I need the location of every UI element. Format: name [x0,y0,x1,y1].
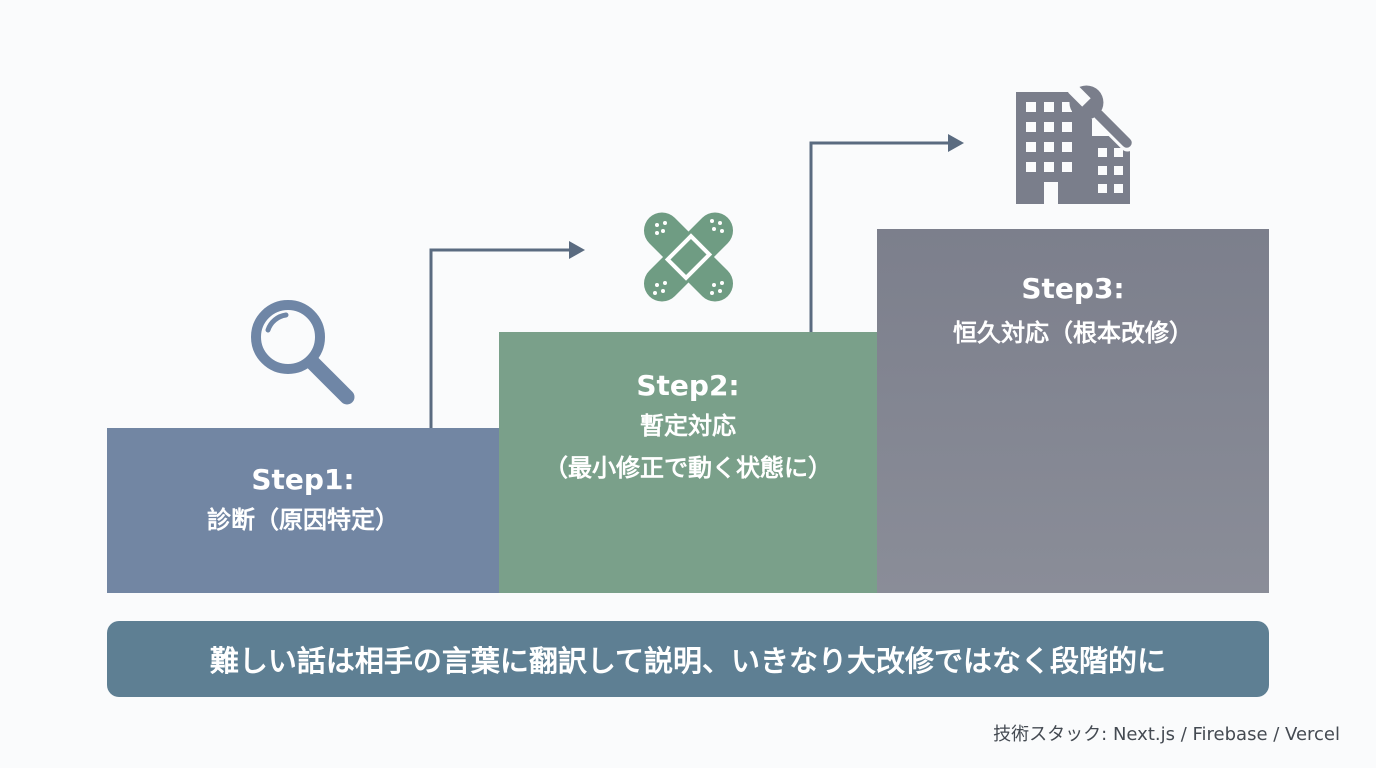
step1-subtitle: 診断（原因特定） [207,506,399,534]
step2-block: Step2: 暫定対応 （最小修正で動く状態に） [499,332,877,593]
step2-title: Step2: [636,369,740,402]
arrow-step1-to-step2 [429,248,572,428]
summary-banner-text: 難しい話は相手の言葉に翻訳して説明、いきなり大改修ではなく段階的に [209,644,1167,678]
arrow-head-1 [569,241,585,259]
step1-title: Step1: [251,463,355,496]
step3-title: Step3: [1021,272,1125,305]
summary-banner: 難しい話は相手の言葉に翻訳して説明、いきなり大改修ではなく段階的に [107,621,1269,697]
bandage-icon [643,212,734,302]
step3-block: Step3: 恒久対応（根本改修） [877,229,1269,593]
step2-subtitle-line2: （最小修正で動く状態に） [544,454,832,482]
building-wrench-icon [1016,84,1134,204]
tech-stack-footnote: 技術スタック: Next.js / Firebase / Vercel [993,724,1340,745]
step2-subtitle-line1: 暫定対応 [640,412,736,440]
step1-block: Step1: 診断（原因特定） [107,428,499,593]
step3-subtitle: 恒久対応（根本改修） [953,319,1193,347]
arrow-step2-to-step3 [809,141,951,332]
magnifier-icon [251,300,355,405]
arrow-head-2 [948,134,964,152]
